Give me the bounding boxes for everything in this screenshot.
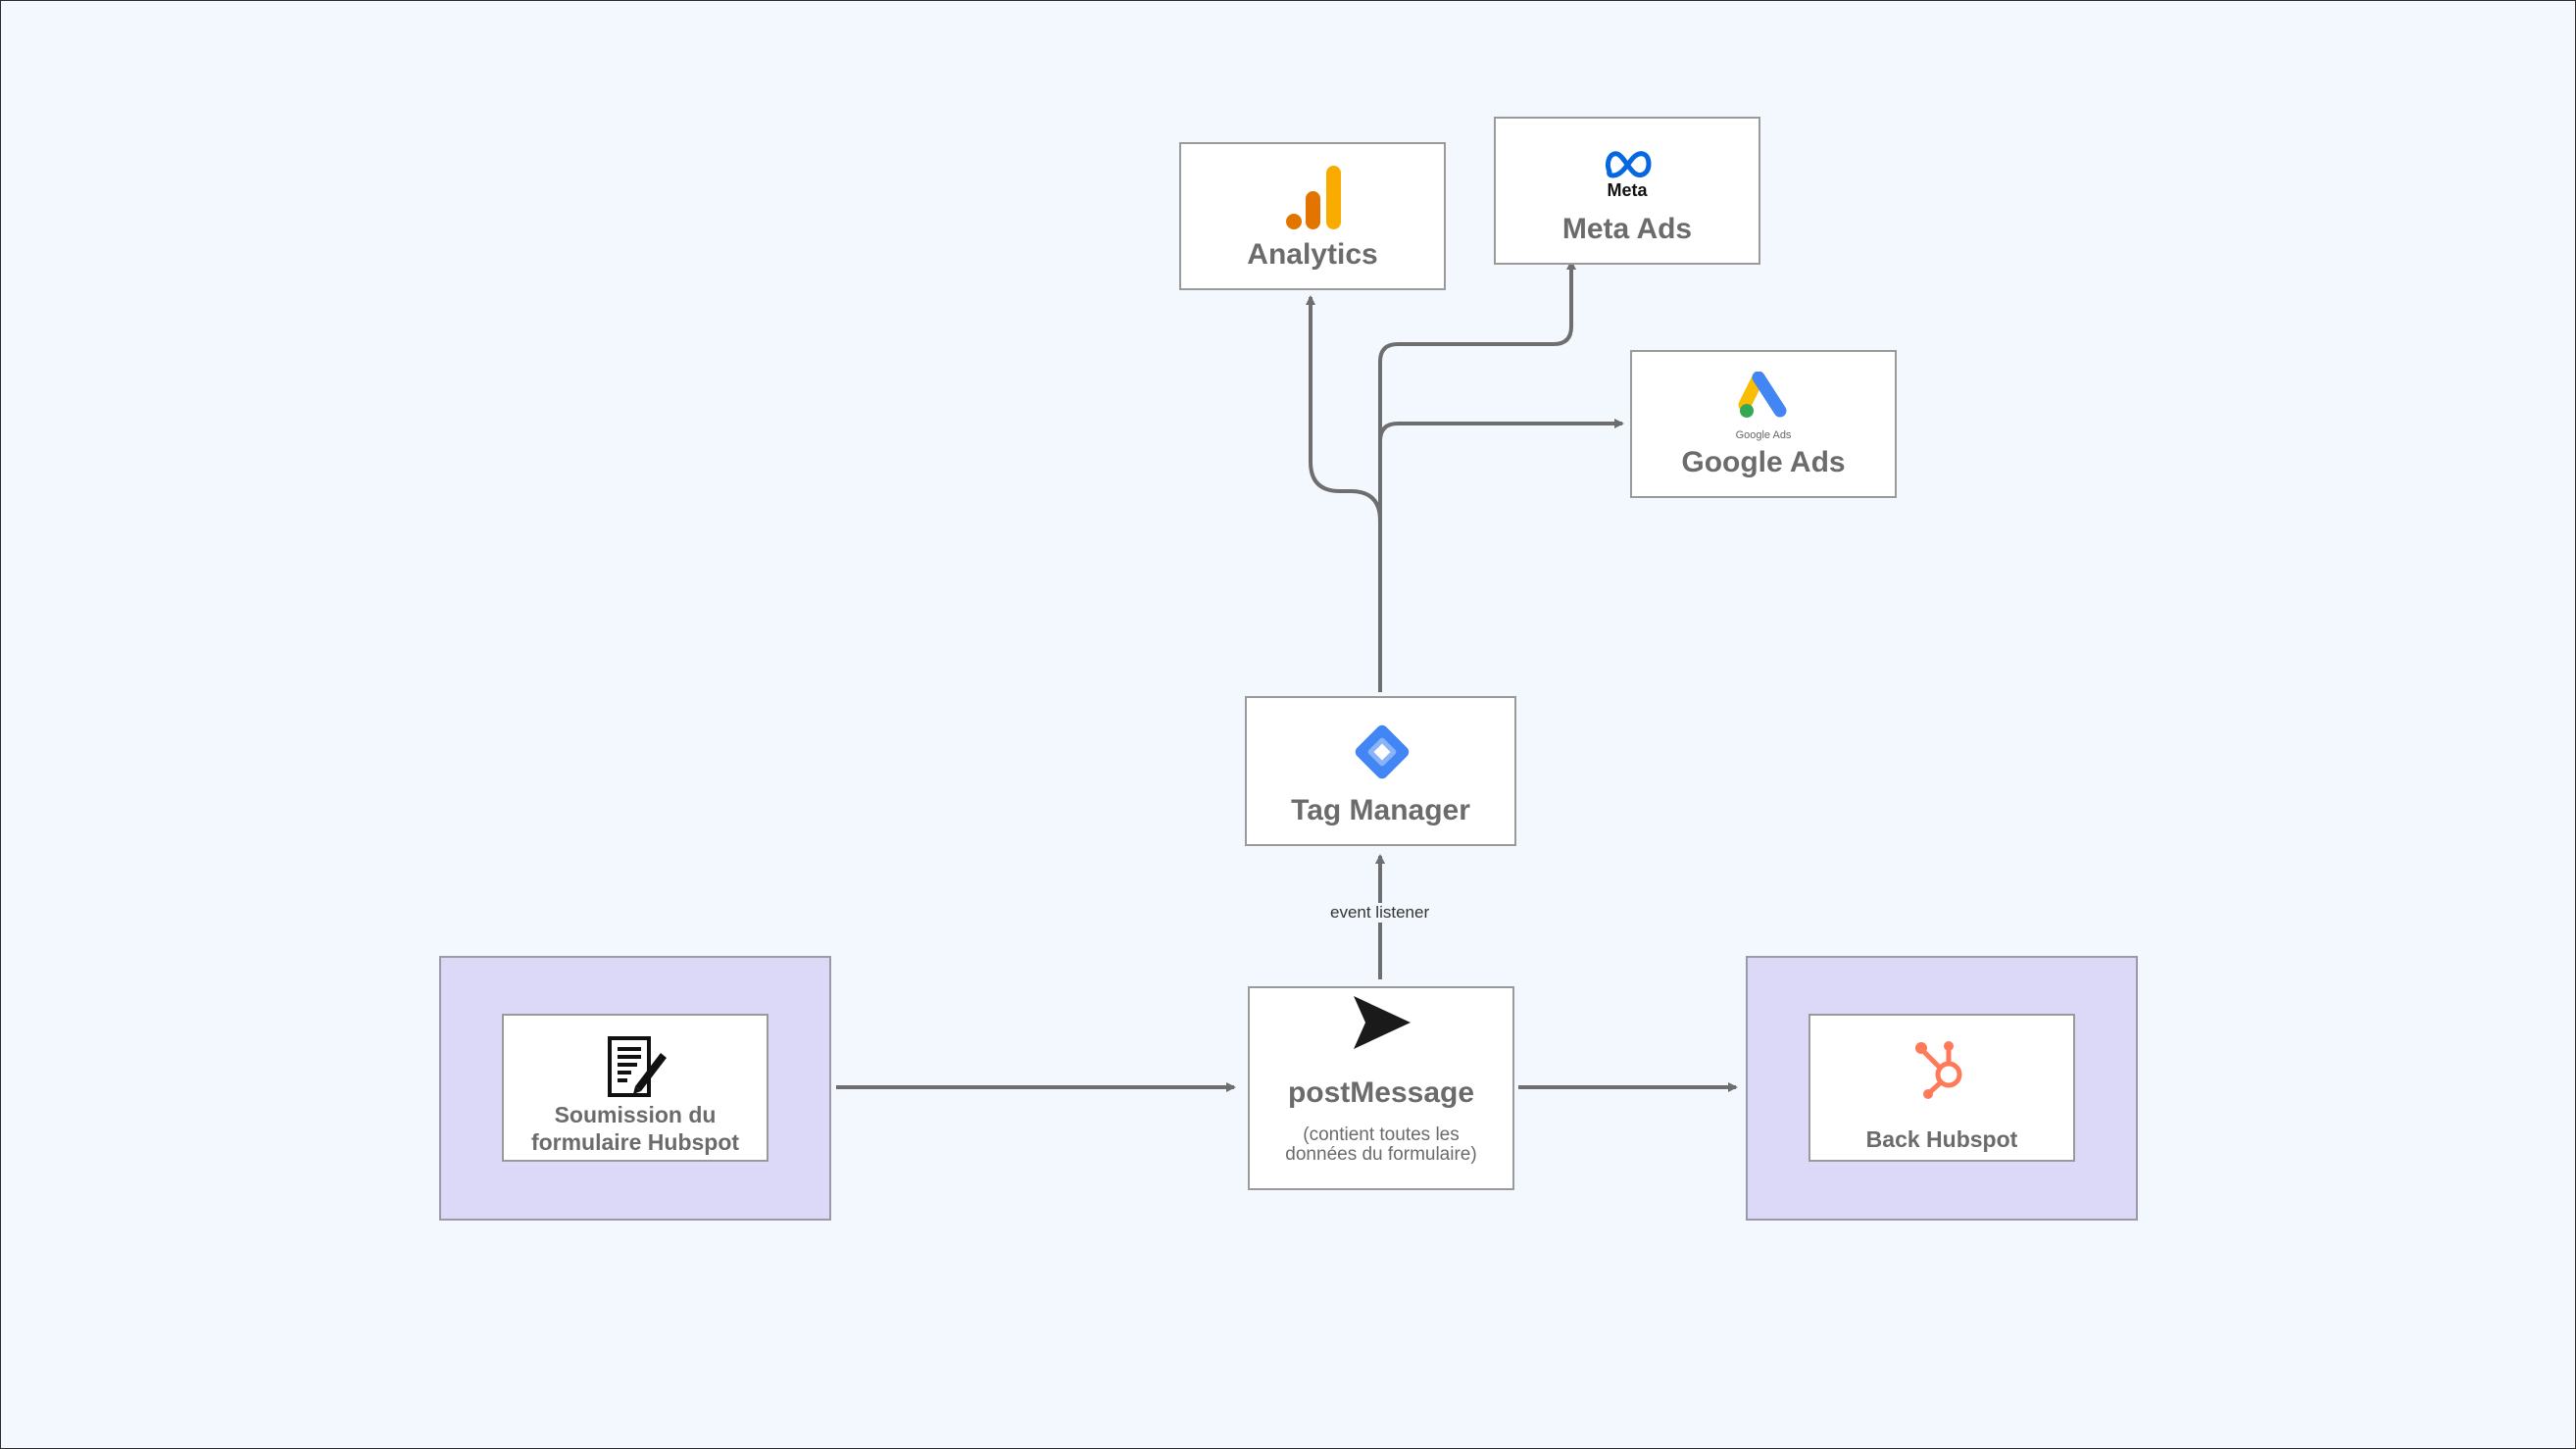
node-google-ads[interactable]: Google Ads Google Ads [1630,350,1897,498]
node-post-message-note-line2: données du formulaire) [1285,1144,1477,1165]
node-tag-manager-label: Tag Manager [1291,794,1470,826]
hubspot-icon [1915,1041,1962,1099]
google-ads-logo-text: Google Ads [1735,429,1792,441]
google-analytics-icon [1286,166,1341,229]
node-form-submission-label-line2: formulaire Hubspot [530,1129,740,1155]
node-post-message[interactable]: postMessage (contient toutes les données… [1248,986,1514,1190]
node-meta-ads[interactable]: Meta Meta Ads [1494,117,1760,265]
edge-label-event-listener: event listener [1326,903,1434,923]
edge-tag-manager-to-meta-ads [1378,260,1576,692]
node-form-submission[interactable]: Soumission du formulaire Hubspot [502,1014,768,1162]
node-form-submission-label-line1: Soumission du [554,1102,717,1127]
edge-tag-manager-to-google-ads [1378,419,1624,692]
node-analytics[interactable]: Analytics [1179,142,1446,290]
send-arrow-icon [1354,996,1411,1049]
meta-logo-text: Meta [1607,180,1648,200]
node-post-message-label: postMessage [1287,1076,1475,1109]
form-document-icon [608,1036,667,1097]
node-post-message-note-line1: (contient toutes les [1303,1124,1460,1145]
google-ads-icon [1738,372,1787,418]
google-tag-manager-icon [1355,724,1410,779]
node-back-hubspot[interactable]: Back Hubspot [1808,1014,2075,1162]
node-tag-manager[interactable]: Tag Manager [1245,696,1516,846]
meta-logo-icon [1605,151,1652,178]
node-google-ads-label: Google Ads [1681,446,1846,478]
edge-tag-manager-to-analytics [1306,295,1382,692]
node-analytics-label: Analytics [1247,238,1378,271]
node-meta-ads-label: Meta Ads [1561,213,1693,245]
node-back-hubspot-label: Back Hubspot [1865,1126,2018,1152]
